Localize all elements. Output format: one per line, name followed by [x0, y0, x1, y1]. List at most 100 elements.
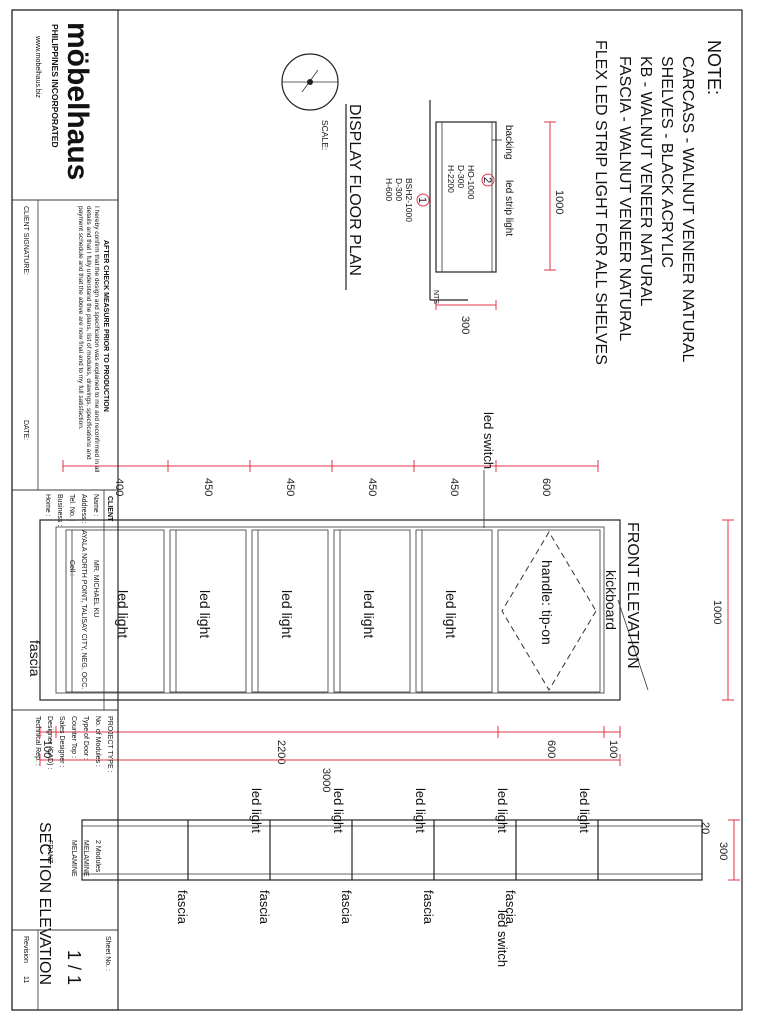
client-signature-label: CLIENT SIGNATURE: — [22, 206, 29, 275]
front-top-dim-3: 450 — [366, 478, 378, 496]
front-bottom-dim-2: 600 — [545, 740, 557, 758]
note-line-3: KB - WALNUT VENEER NATURAL — [637, 56, 654, 307]
tech-label: Technical Rep. : — [34, 716, 41, 766]
plan-cabinet — [435, 121, 497, 273]
led-strip-label: led strip light — [503, 180, 514, 236]
door-label: Type of Door : — [82, 716, 89, 760]
confirm-text-box: I hereby confirm that the design and spe… — [77, 206, 100, 473]
tel-label: Tel. No. : — [68, 494, 75, 522]
spec1-line1: BSH2-1000 — [404, 178, 414, 222]
compartment-3 — [333, 529, 411, 693]
sheet-label: Sheet No. : — [104, 936, 111, 971]
handle-label: handle: tip-on — [539, 560, 555, 645]
confirm-heading: AFTER CHECK MEASURE PRIOR TO PRODUCTION — [102, 240, 109, 412]
plan-marker-2 — [481, 173, 495, 187]
company-website: www.mobelhaus.biz — [34, 35, 41, 98]
svg-text:2: 2 — [481, 177, 493, 183]
revision-label: Revision — [22, 936, 29, 963]
name-label: Name : — [92, 494, 99, 517]
compartment-2 — [415, 529, 493, 693]
floor-plan-title: DISPLAY FLOOR PLAN — [346, 104, 363, 276]
section-fascia-1: fascia — [503, 890, 518, 925]
led-light-label-4: led light — [197, 590, 213, 638]
front-bottom-dim-4: 100 — [41, 740, 53, 758]
section-fascia-2: fascia — [421, 890, 436, 925]
section-led-light-5: led light — [249, 788, 264, 833]
project-type-label: PROJECT TYPE : — [106, 716, 113, 773]
spec2-line1: HO-1000 — [466, 165, 476, 200]
revision-value: 11 — [22, 976, 29, 983]
note-line-1: CARCASS - WALNUT VENEER NATURAL — [679, 56, 696, 363]
section-led-light-2: led light — [495, 788, 510, 833]
front-elevation: 1000 600 450 450 450 450 400 handle — [27, 412, 734, 792]
designer-label: Designer (CAD) : — [46, 716, 53, 769]
door-value: MELAMINE — [82, 840, 89, 877]
compartment-4 — [251, 529, 329, 693]
home-label: Home : — [44, 494, 51, 517]
fascia-label: fascia — [27, 640, 43, 677]
section-body — [81, 819, 703, 881]
designer-value: FRANZ — [46, 840, 53, 864]
name-value: MR. MICHAEL KU — [92, 560, 99, 617]
front-outer-frame — [39, 519, 621, 701]
note-line-2: SHELVES - BLACK ACRYLIC — [658, 56, 675, 268]
floor-plan: 1000 backing led strip light 2 1 HO-1000… — [281, 53, 565, 334]
counter-label: Counter Top : — [70, 716, 77, 758]
business-label: Business : — [56, 494, 63, 526]
compartment-6 — [65, 529, 165, 693]
front-top-dim-4: 450 — [284, 478, 296, 496]
spec2-line3: H-2200 — [446, 165, 456, 193]
date-label: DATE: — [22, 420, 29, 440]
section-small-dim: 20 — [699, 822, 711, 834]
modules-label: No. of Modules : — [94, 716, 101, 767]
note-line-4: FASCIA - WALNUT VENEER NATURAL — [616, 56, 633, 341]
sheet-value: 1 / 1 — [64, 950, 84, 985]
front-top-dim-1: 600 — [540, 478, 552, 496]
notes-heading: NOTE: — [704, 40, 724, 95]
logo-text: möbelhaus — [61, 22, 94, 180]
notes-block: NOTE: CARCASS - WALNUT VENEER NATURAL SH… — [592, 40, 724, 365]
front-elevation-title: FRONT ELEVATION — [624, 522, 641, 669]
front-top-dim-5: 450 — [202, 478, 214, 496]
confirm-text: I hereby confirm that the design and spe… — [77, 206, 100, 473]
section-fascia-3: fascia — [339, 890, 354, 925]
section-led-light-3: led light — [413, 788, 428, 833]
svg-text:NTS: NTS — [432, 290, 439, 304]
section-fascia-5: fascia — [175, 890, 190, 925]
front-total-dim: 3000 — [320, 768, 332, 792]
spec1-line2: D-300 — [394, 178, 404, 201]
note-line-5: FLEX LED STRIP LIGHT FOR ALL SHELVES — [592, 40, 609, 365]
handle-diamond — [501, 531, 597, 691]
compartment-1 — [497, 529, 601, 693]
spec2-line2: D-300 — [456, 165, 466, 188]
compartment-5 — [169, 529, 247, 693]
plan-width-dim: 1000 — [553, 190, 565, 214]
section-elevation-title: SECTION ELEVATION — [36, 822, 53, 985]
led-light-label-5: led light — [115, 590, 131, 638]
svg-text:1: 1 — [416, 197, 428, 203]
section-fascia-4: fascia — [257, 890, 272, 925]
section-led-switch: led switch — [495, 910, 510, 967]
section-led-light-4: led light — [331, 788, 346, 833]
spec1-line3: H-600 — [384, 178, 394, 201]
front-top-dim-6: 400 — [113, 478, 125, 496]
front-top-dim-2: 450 — [448, 478, 460, 496]
counter-value: MELAMINE — [70, 840, 77, 877]
section-top-dim: 300 — [717, 842, 729, 860]
led-light-label-3: led light — [279, 590, 295, 638]
cell-label: Cell : — [68, 560, 75, 576]
front-height-dim: 1000 — [711, 600, 723, 624]
section-led-light-1: led light — [577, 788, 592, 833]
led-light-label-2: led light — [361, 590, 377, 638]
address-label: Address : — [80, 494, 87, 524]
plan-depth-dim: 300 — [459, 316, 471, 334]
front-bottom-dim-3: 2200 — [275, 740, 287, 764]
backing-label: backing — [503, 125, 514, 159]
led-switch-label: led switch — [481, 412, 496, 469]
section-elevation: 300 20 led light led light led light led… — [36, 788, 740, 985]
led-light-label-1: led light — [443, 590, 459, 638]
kickboard-label: kickboard — [603, 570, 619, 630]
plan-marker-1 — [416, 193, 430, 207]
